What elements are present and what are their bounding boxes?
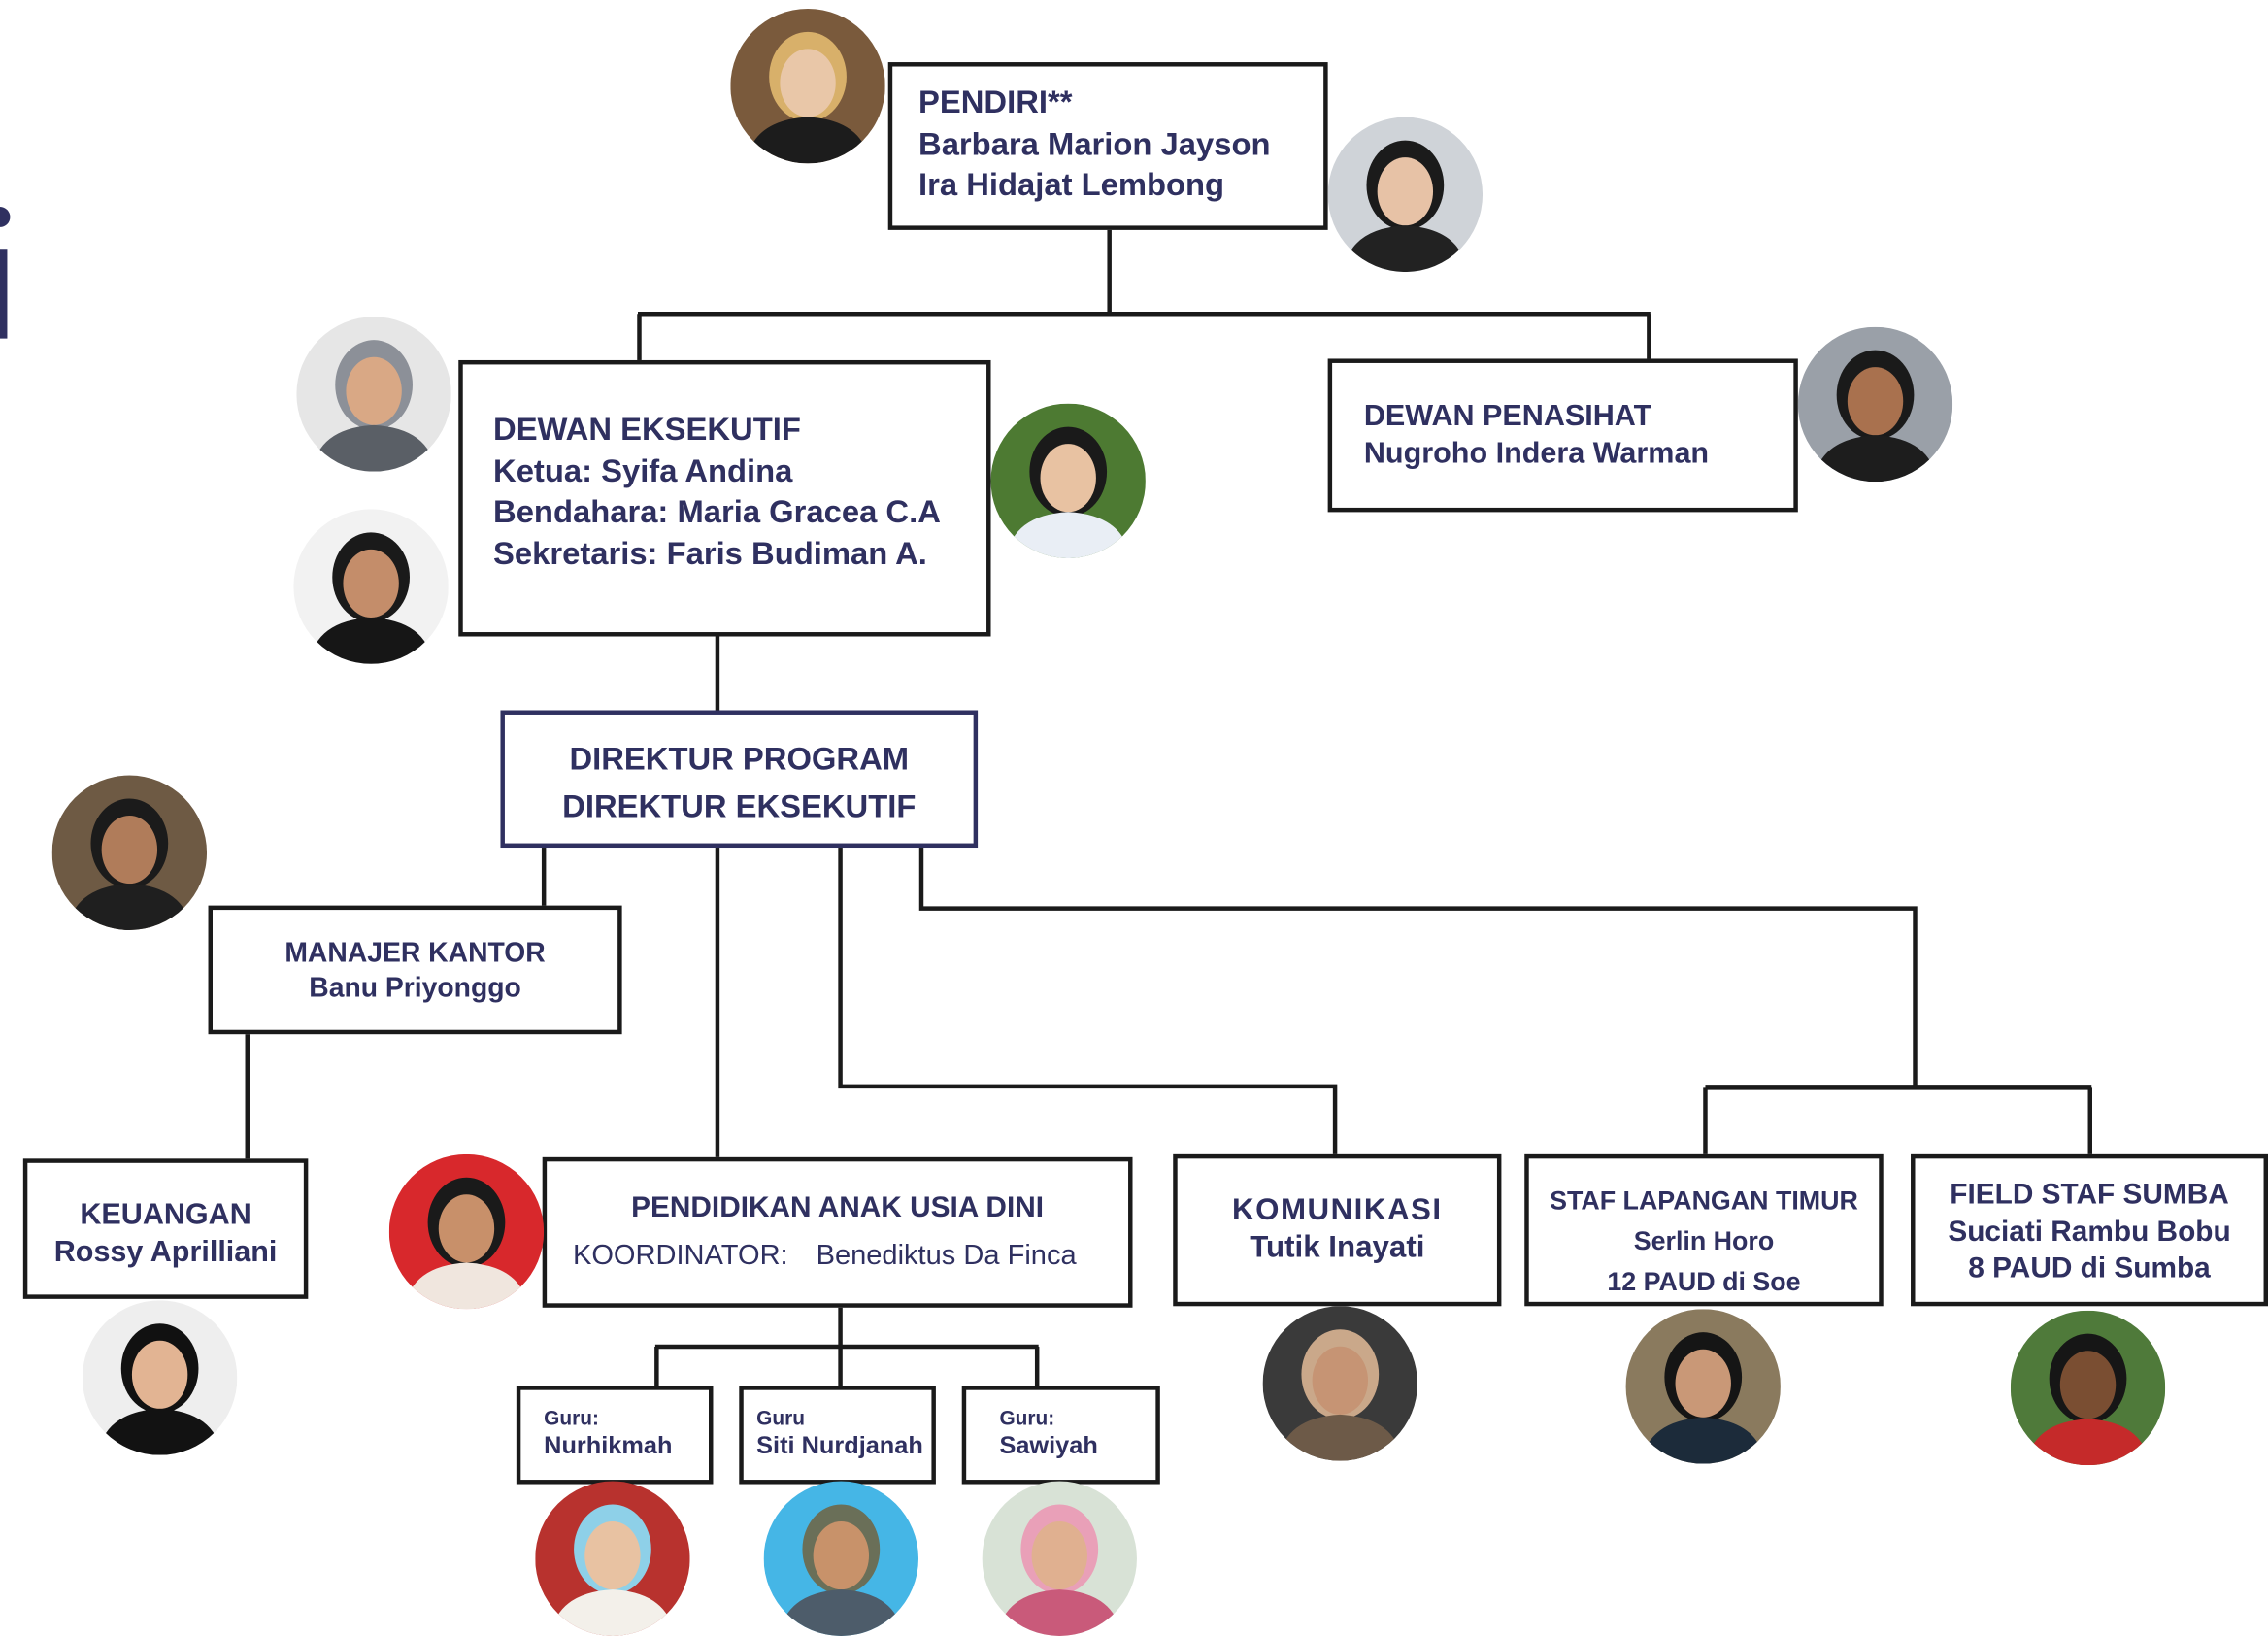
photo-communication [1262, 1306, 1418, 1461]
executive-board-box: DEWAN EKSEKUTIF Ketua: Syifa Andina Bend… [458, 359, 991, 637]
advisory-board-title: DEWAN PENASIHAT [1363, 399, 1652, 433]
photo-exec-chair [296, 317, 451, 472]
photo-office-manager [51, 775, 208, 930]
person-photo-icon [535, 1481, 690, 1636]
photo-early-childhood-coordinator [388, 1153, 545, 1310]
coordinator-name: Benediktus Da Finca [816, 1239, 1077, 1272]
person-photo-icon [730, 8, 885, 164]
founders-title: PENDIRI** [918, 83, 1073, 120]
photo-advisory [1797, 326, 1953, 483]
field-east-title: STAF LAPANGAN TIMUR [1550, 1185, 1858, 1216]
executive-treasurer: Bendahara: Maria Gracea C.A [493, 493, 941, 530]
field-sumba-box: FIELD STAF SUMBA Suciati Rambu Bobu 8 PA… [1911, 1153, 2268, 1307]
executive-director-title: DIREKTUR EKSEKUTIF [562, 787, 917, 825]
field-sumba-schools: 8 PAUD di Sumba [1968, 1252, 2211, 1285]
teacher-name: Siti Nurdjanah [756, 1431, 923, 1460]
field-east-schools: 12 PAUD di Soe [1607, 1267, 1801, 1296]
teacher-name: Sawiyah [999, 1431, 1098, 1460]
advisory-board-box: DEWAN PENASIHAT Nugroho Indera Warman [1327, 358, 1798, 513]
field-sumba-title: FIELD STAF SUMBA [1950, 1179, 2229, 1211]
teacher-box-2: Guru Siti Nurdjanah [739, 1386, 936, 1485]
founder-name-2: Ira Hidajat Lembong [918, 166, 1225, 203]
line-director-to-field [918, 846, 1918, 1086]
person-photo-icon [2010, 1310, 2166, 1466]
person-photo-icon [982, 1481, 1137, 1636]
executive-secretary: Sekretaris: Faris Budiman A. [493, 534, 927, 571]
person-photo-icon [1797, 326, 1953, 483]
teacher-box-3: Guru: Sawiyah [961, 1386, 1160, 1485]
finance-box: KEUANGAN Rossy Aprilliani [22, 1158, 309, 1299]
program-director-title: DIREKTUR PROGRAM [569, 740, 910, 778]
photo-founder-1 [730, 8, 885, 164]
teacher-role: Guru: [544, 1406, 599, 1429]
finance-title: KEUANGAN [80, 1197, 251, 1231]
person-photo-icon [388, 1153, 545, 1310]
field-east-name: Serlin Horo [1633, 1226, 1775, 1256]
founder-name-1: Barbara Marion Jayson [918, 124, 1271, 162]
person-photo-icon [296, 317, 451, 472]
person-photo-icon [51, 775, 208, 930]
person-photo-icon [293, 509, 449, 664]
line-director-to-comms [838, 846, 1338, 1156]
person-photo-icon [1625, 1309, 1781, 1464]
coordinator-label: KOORDINATOR: [572, 1239, 788, 1272]
executive-board-title: DEWAN EKSEKUTIF [493, 411, 801, 448]
photo-field-sumba [2010, 1310, 2166, 1466]
photo-founder-2 [1327, 117, 1484, 273]
teacher-box-1: Guru: Nurhikmah [516, 1386, 714, 1485]
communication-box: KOMUNIKASI Tutik Inayati [1173, 1153, 1502, 1307]
office-manager-title: MANAJER KANTOR [284, 938, 546, 970]
photo-exec-secretary [293, 509, 449, 664]
edge-glyph-dot [0, 207, 11, 227]
photo-field-east [1625, 1309, 1781, 1464]
person-photo-icon [82, 1300, 238, 1455]
coordinator-line: KOORDINATOR: Benediktus Da Finca [547, 1237, 1128, 1275]
photo-finance [82, 1300, 238, 1455]
teacher-role: Guru: [999, 1406, 1055, 1429]
person-photo-icon [1327, 117, 1484, 273]
advisory-board-member: Nugroho Indera Warman [1363, 436, 1710, 471]
program-director-box: DIREKTUR PROGRAM DIREKTUR EKSEKUTIF [500, 710, 979, 849]
teacher-name: Nurhikmah [544, 1431, 673, 1460]
photo-teacher-1 [535, 1481, 690, 1636]
person-photo-icon [990, 403, 1146, 559]
communication-title: KOMUNIKASI [1232, 1193, 1443, 1227]
field-sumba-name: Suciati Rambu Bobu [1948, 1216, 2231, 1248]
photo-exec-treasurer [990, 403, 1146, 559]
person-photo-icon [1262, 1306, 1418, 1461]
person-photo-icon [763, 1481, 919, 1636]
office-manager-name: Banu Priyonggo [309, 973, 521, 1004]
communication-name: Tutik Inayati [1250, 1230, 1425, 1265]
photo-teacher-2 [763, 1481, 919, 1636]
photo-teacher-3 [982, 1481, 1137, 1636]
finance-name: Rossy Aprilliani [53, 1235, 278, 1269]
executive-chair: Ketua: Syifa Andina [493, 451, 793, 488]
early-childhood-box: PENDIDIKAN ANAK USIA DINI KOORDINATOR: B… [542, 1156, 1133, 1308]
edge-glyph-stem [0, 249, 8, 339]
field-east-box: STAF LAPANGAN TIMUR Serlin Horo 12 PAUD … [1524, 1153, 1884, 1307]
founders-box: PENDIRI** Barbara Marion Jayson Ira Hida… [887, 62, 1328, 230]
office-manager-box: MANAJER KANTOR Banu Priyonggo [208, 905, 622, 1035]
teacher-role: Guru [756, 1406, 806, 1429]
early-childhood-title: PENDIDIKAN ANAK USIA DINI [631, 1191, 1045, 1224]
